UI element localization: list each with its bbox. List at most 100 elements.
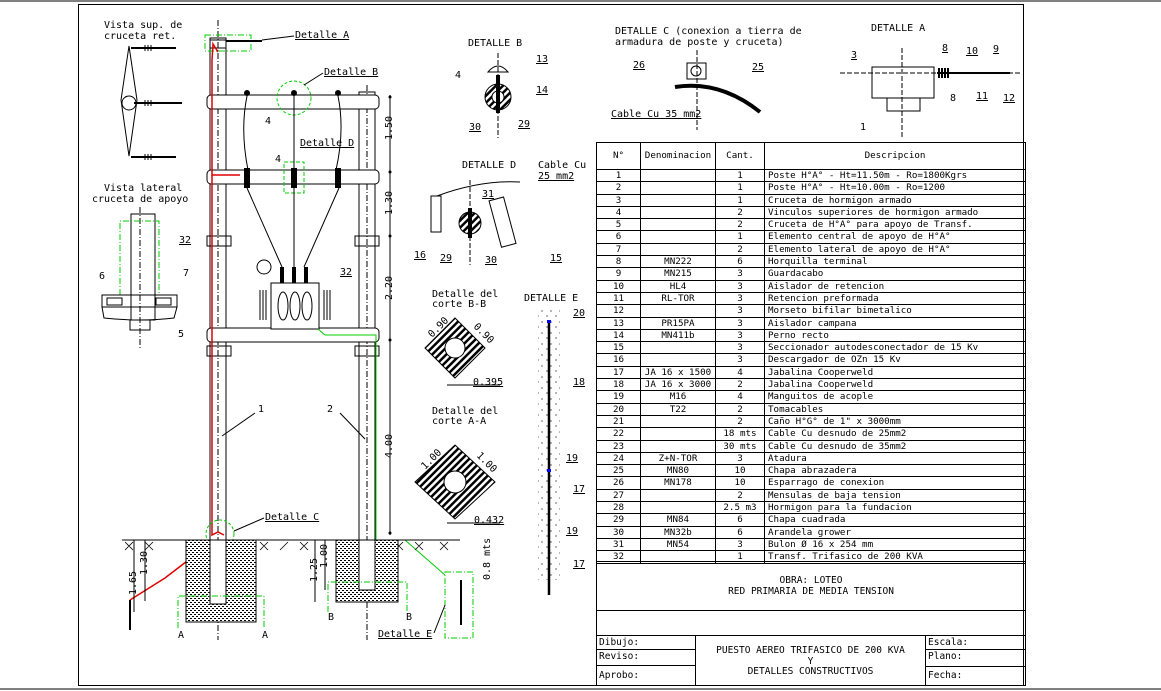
cell-number: 31 [596,537,641,552]
detail-b: DETALLE B 13 14 4 30 29 [455,38,548,138]
tag-20: 20 [573,308,585,319]
cell-descripcion: Transf. Trifasico de 200 KVA [764,550,1026,564]
section-title-line2: corte A-A [432,416,486,427]
tag-12: 12 [1003,93,1015,104]
cell-cantidad: 3 [715,316,765,330]
tag-4: 4 [265,116,271,127]
cell-denominacion [640,242,716,257]
drawing-title-line2: Y [807,655,814,667]
dim-bb-hole: 0.395 [473,377,503,388]
detail-c: DETALLE C (conexion a tierra de armadura… [611,26,802,130]
cell-number: 12 [596,304,641,318]
callout-detalle-c: Detalle C [265,512,319,523]
section-mark-b: B [328,612,334,623]
detail-a: DETALLE A 3 8 10 9 8 11 12 1 [840,23,1020,138]
cell-number: 11 [596,291,641,306]
cell-cantidad: 3 [715,353,765,367]
project-subtitle: RED PRIMARIA DE MEDIA TENSION [728,586,894,597]
cell-denominacion [640,304,716,318]
cell-descripcion: Poste H°A° - Ht=10.00m - Ro=1200 [764,181,1026,195]
tag-3: 3 [851,50,857,61]
cell-cantidad: 2 [715,414,765,429]
cell-descripcion: Poste H°A° - Ht=11.50m - Ro=1800Kgrs [764,168,1026,183]
cell-descripcion: Cruceta de H°A° para apoyo de Transf. [764,218,1026,232]
col-header-cantidad: Cant. [715,142,765,170]
drawn-by-field: Dibujo: [597,636,695,650]
cell-cantidad: 1 [715,181,765,195]
dim-130b: 1.30 [139,551,150,575]
tag-1: 1 [258,404,264,415]
date-field: Fecha: [928,670,963,681]
cable-label-line1: Cable Cu [538,160,586,171]
cell-denominacion [640,193,716,207]
cell-cantidad: 3 [715,341,765,355]
cell-cantidad: 3 [715,328,765,343]
cell-cantidad: 10 [715,464,765,478]
cell-cantidad: 1 [715,168,765,183]
section-mark-a: A [178,630,184,641]
cell-number: 15 [596,341,641,355]
cell-descripcion: Perno recto [764,328,1026,343]
cell-cantidad: 2 [715,205,765,220]
blank-block [596,610,1026,636]
tag-29: 29 [518,119,530,130]
cell-descripcion: Descargador de OZn 15 Kv [764,353,1026,367]
detail-title: DETALLE B [468,38,522,49]
cell-denominacion: JA 16 x 1500 [640,365,716,380]
cell-number: 24 [596,451,641,466]
tag-17: 17 [573,484,585,495]
cell-descripcion: Arandela grower [764,525,1026,539]
cell-number: 21 [596,414,641,429]
cell-denominacion [640,501,716,515]
cell-descripcion: Cable Cu desnudo de 25mm2 [764,427,1026,441]
cell-cantidad: 3 [715,304,765,318]
cell-number: 30 [596,525,641,539]
tag-10: 10 [966,46,978,57]
scale-field: Escala: [926,636,1025,650]
cell-cantidad: 3 [715,451,765,466]
detail-e: DETALLE E 20 18 19 17 19 17 [524,293,585,595]
cell-cantidad: 2 [715,242,765,257]
dim-165: 1.65 [128,571,139,595]
cell-denominacion: MN80 [640,464,716,478]
tag-9: 9 [993,44,999,55]
section-title-line1: Detalle del [432,289,498,300]
dim-125: 1.25 [309,558,320,582]
tag-4: 4 [275,154,281,165]
cell-cantidad: 6 [715,513,765,527]
detail-title-line1: DETALLE C (conexion a tierra de [615,26,802,37]
tag-32: 32 [179,235,191,246]
cell-denominacion [640,341,716,355]
callout-detalle-a: Detalle A [295,30,349,41]
cell-cantidad: 3 [715,279,765,293]
cell-descripcion: Mensulas de baja tension [764,488,1026,503]
cell-number: 22 [596,427,641,441]
section-title-line2: corte B-B [432,299,486,310]
view-title-line2: cruceta ret. [104,31,176,42]
cell-cantidad: 1 [715,550,765,564]
drawing-title: PUESTO AEREO TRIFASICO DE 200 KVA Y DETA… [695,636,926,686]
cell-descripcion: Cable Cu desnudo de 35mm2 [764,439,1026,453]
cell-descripcion: Elemento lateral de apoyo de H°A° [764,242,1026,257]
cell-descripcion: Chapa cuadrada [764,513,1026,527]
cell-number: 18 [596,378,641,392]
callout-detalle-d: Detalle D [300,138,354,149]
tag-11: 11 [976,91,988,102]
cell-cantidad: 4 [715,365,765,380]
cell-number: 8 [596,255,641,269]
cell-denominacion: MN215 [640,267,716,281]
callout-detalle-e: Detalle E [378,629,432,640]
detail-title: DETALLE D [462,160,516,171]
cell-number: 4 [596,205,641,220]
cell-cantidad: 2 [715,218,765,232]
